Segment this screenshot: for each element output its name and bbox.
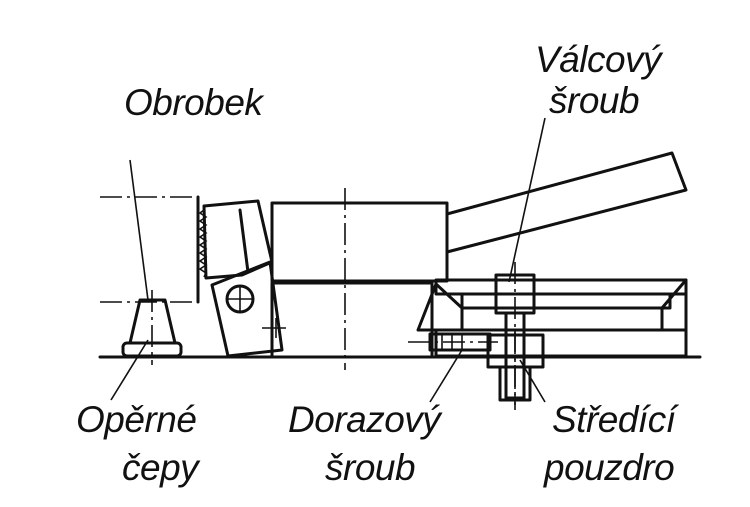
label-valcovy-line2: šroub bbox=[549, 80, 639, 121]
leader-valcovy bbox=[508, 117, 546, 283]
stop-screw bbox=[408, 332, 498, 352]
label-valcovy-line1: Válcový bbox=[535, 39, 664, 80]
label-operne-line2: čepy bbox=[122, 447, 201, 488]
label-obrobek: Obrobek bbox=[124, 82, 265, 123]
label-stredici-line2: pouzdro bbox=[543, 447, 674, 488]
leader-operne bbox=[110, 339, 149, 401]
label-operne-line1: Opěrné bbox=[76, 399, 196, 440]
label-dorazovy-line2: šroub bbox=[325, 447, 415, 488]
workpiece bbox=[100, 159, 200, 304]
label-dorazovy-line1: Dorazový bbox=[288, 399, 443, 440]
lever-handle bbox=[445, 151, 688, 254]
base-plate bbox=[416, 278, 688, 358]
leader-stredici bbox=[519, 359, 546, 403]
support-pin bbox=[121, 290, 183, 365]
leader-dorazovy bbox=[429, 349, 463, 403]
clamping-jaw bbox=[198, 199, 286, 358]
label-stredici-line1: Středící bbox=[552, 399, 680, 440]
